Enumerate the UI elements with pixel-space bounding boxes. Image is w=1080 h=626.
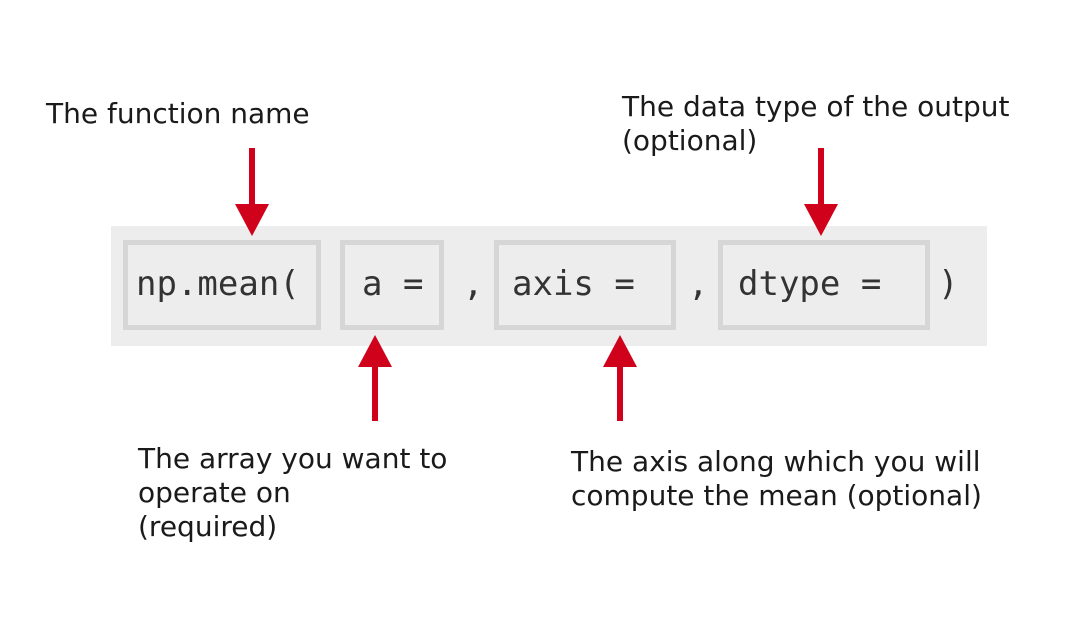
- arrow-up-axis-icon: [603, 335, 637, 421]
- code-fn: np.mean(: [136, 264, 300, 304]
- arrow-down-function-icon: [235, 148, 269, 236]
- code-close-paren: ): [938, 264, 959, 304]
- label-function-name: The function name: [46, 97, 310, 130]
- code-comma-2: ,: [688, 264, 709, 304]
- highlight-box-function: [123, 240, 321, 330]
- code-param-dtype: dtype =: [738, 264, 882, 304]
- label-array: The array you want to operate on (requir…: [138, 442, 448, 543]
- label-axis: The axis along which you will compute th…: [571, 445, 982, 512]
- arrow-up-array-icon: [358, 335, 392, 421]
- code-comma-1: ,: [463, 264, 484, 304]
- arrow-down-dtype-icon: [804, 148, 838, 236]
- highlight-box-axis: [494, 240, 676, 330]
- highlight-box-dtype: [718, 240, 930, 330]
- code-param-axis: axis =: [512, 264, 635, 304]
- label-dtype: The data type of the output (optional): [622, 90, 1010, 157]
- code-param-a: a =: [362, 264, 424, 304]
- highlight-box-a: [340, 240, 444, 330]
